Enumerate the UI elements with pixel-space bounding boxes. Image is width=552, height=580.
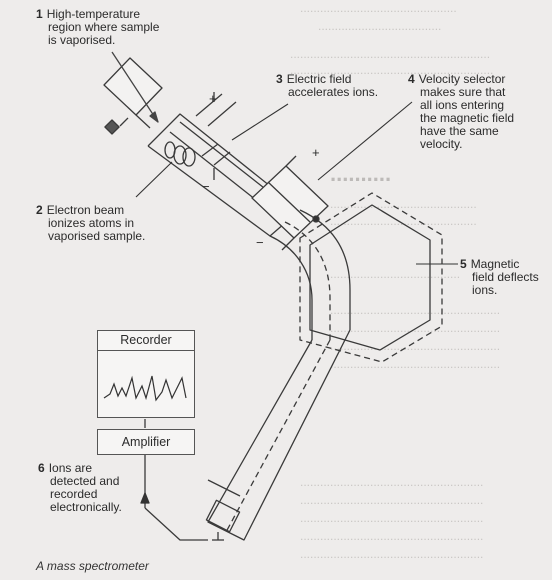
curved-tube [269, 209, 351, 340]
label-1-number: 1 [36, 7, 43, 21]
velocity-selector [251, 155, 329, 251]
ghost-text: ........................................… [330, 321, 501, 335]
ghost-text: ....................................... [330, 267, 461, 281]
label-3-line-2: accelerates ions. [288, 85, 379, 99]
magnet-pole [299, 192, 443, 363]
ghost-text: ........................................… [300, 1, 457, 15]
label-6-number: 6 [38, 461, 45, 475]
recorder-box: Recorder [97, 330, 195, 418]
label-4-number: 4 [408, 72, 415, 86]
vaporiser-chamber [103, 57, 163, 135]
ghost-text: ........................................… [300, 547, 484, 561]
figure-caption: A mass spectrometer [36, 559, 149, 573]
accelerating-plates [195, 92, 237, 180]
label-6-line-3: recorded [50, 487, 98, 501]
ghost-text: ........................................… [330, 303, 501, 317]
ghost-text: ........................................… [330, 214, 477, 228]
label-5-line-3: ions. [472, 283, 498, 297]
label-3-number: 3 [276, 72, 283, 86]
label-2-line-1: Electron beam [46, 203, 125, 217]
signal-wire [140, 419, 208, 541]
label-5-number: 5 [460, 257, 467, 271]
minus-sign: − [256, 235, 264, 250]
ghost-text: ........................................… [330, 339, 501, 353]
label-4-line-2: makes sure that [420, 85, 506, 99]
label-2-line-3: vaporised sample. [48, 229, 146, 243]
label-1-line-1: High-temperature [46, 7, 141, 21]
minus-sign: − [202, 179, 210, 194]
ghost-text: ........................................… [300, 475, 484, 489]
label-2-line-2: ionizes atoms in [48, 216, 135, 230]
recorder-label: Recorder [98, 331, 194, 351]
label-4-line-4: the magnetic field [420, 111, 515, 125]
label-4-line-1: Velocity selector [418, 72, 506, 86]
label-4-line-6: velocity. [420, 137, 463, 151]
ghost-text: ........................................… [290, 47, 491, 61]
ghost-text: ........................................… [330, 357, 501, 371]
plus-sign: + [209, 91, 217, 106]
ghost-text: ........................................… [300, 511, 484, 525]
ghost-text: ........................................… [330, 197, 477, 211]
label-5-line-1: Magnetic [470, 257, 520, 271]
ionisation-coil [164, 141, 196, 167]
label-4-line-5: have the same [420, 124, 499, 138]
ghost-text: ........................................… [290, 63, 494, 77]
detector-tube [205, 329, 351, 541]
ghost-text: ..................................... [318, 19, 442, 33]
ghost-text: ........................................… [300, 493, 484, 507]
label-3-line-1: Electric field [286, 72, 352, 86]
plus-sign: + [312, 145, 320, 160]
label-5-line-2: field deflects [472, 270, 539, 284]
label-4-line-3: all ions entering [420, 98, 505, 112]
label-6-line-2: detected and [50, 474, 120, 488]
ghost-text: ........................................… [300, 529, 484, 543]
amplifier-box: Amplifier [97, 429, 195, 455]
label-6-line-1: Ions are [48, 461, 93, 475]
label-2-number: 2 [36, 203, 43, 217]
inlet-arrow [111, 51, 159, 123]
label-1-line-2: region where sample [48, 20, 160, 34]
label-1-line-3: is vaporised. [48, 33, 116, 47]
label-6-line-4: electronically. [50, 500, 122, 514]
